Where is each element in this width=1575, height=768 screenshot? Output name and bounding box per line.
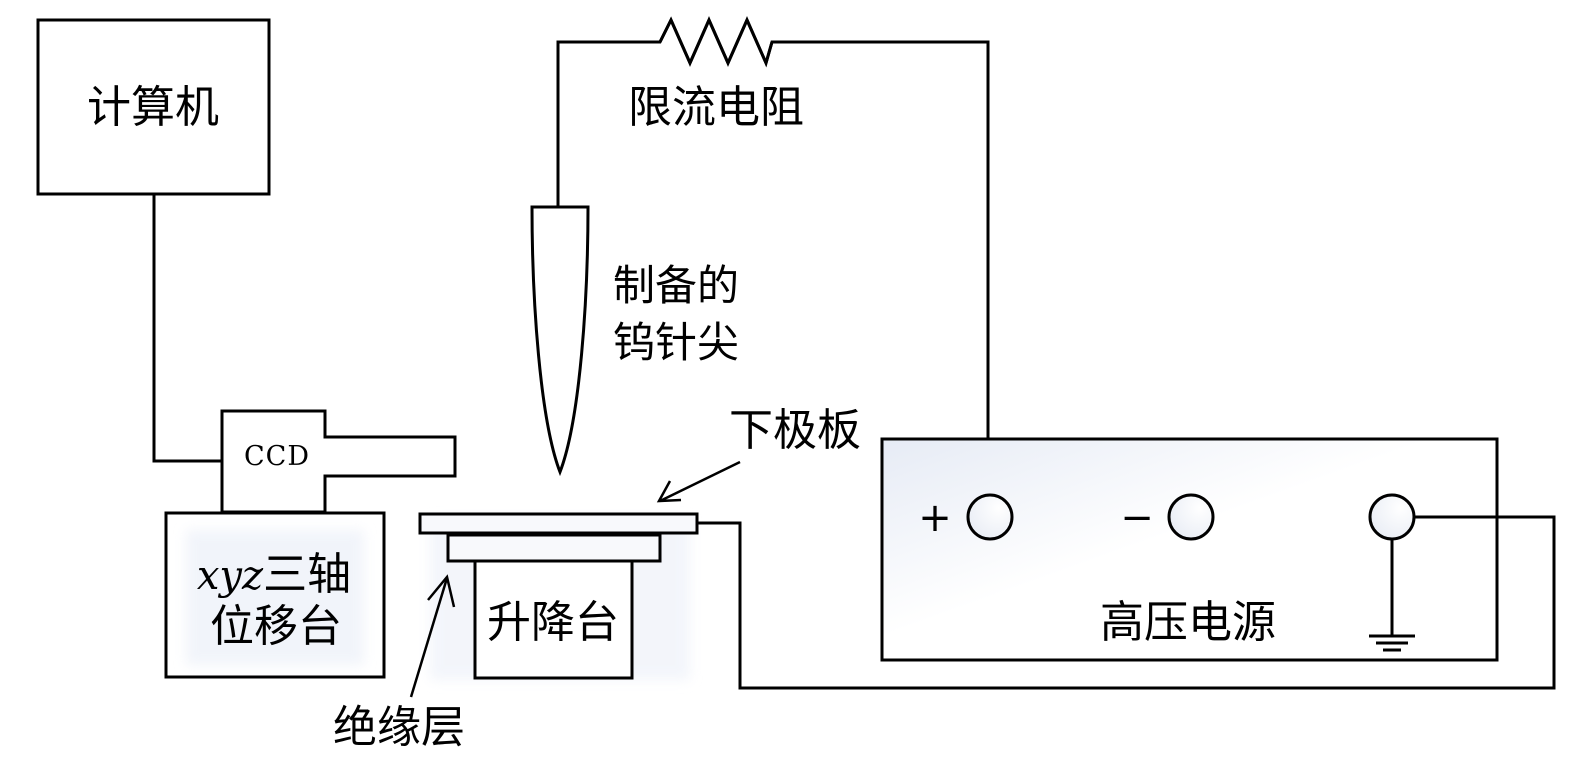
lower-plate xyxy=(418,512,699,535)
xyz-stage-label-line2: 位移台 xyxy=(210,601,342,652)
positive-sign: + xyxy=(918,495,952,541)
hv-supply-box xyxy=(880,437,1499,662)
positive-terminal xyxy=(966,493,1014,541)
xyz-stage-shade xyxy=(186,530,364,665)
computer: 计算机 xyxy=(36,18,271,196)
hv-power-supply: + − 高压电源 xyxy=(880,437,1499,662)
computer-label: 计算机 xyxy=(87,82,219,133)
tungsten-tip: 制备的 钨针尖 xyxy=(530,205,739,477)
xyz-stage-box xyxy=(164,511,386,679)
negative-sign: − xyxy=(1120,495,1154,541)
ground-terminal xyxy=(1368,493,1416,541)
lower-plate-arrow-icon xyxy=(656,460,741,503)
lift-stage-label: 升降台 xyxy=(487,597,619,648)
ccd-label: CCD xyxy=(244,441,310,472)
xyz-math-label: xyz xyxy=(197,553,264,599)
ground-icon xyxy=(1369,539,1415,652)
tip-label-line2: 钨针尖 xyxy=(613,318,739,367)
insulation-label: 绝缘层 xyxy=(333,702,465,753)
computer-ccd-cable xyxy=(152,194,222,463)
xyz-stage: xyz三轴 位移台 xyxy=(164,511,386,679)
xyz-stage-label-line1: xyz三轴 xyxy=(197,549,351,600)
resistor-label: 限流电阻 xyxy=(628,82,804,133)
computer-box xyxy=(36,18,271,196)
negative-terminal xyxy=(1167,493,1215,541)
resistor-zigzag-icon xyxy=(658,16,774,68)
tip-shape xyxy=(530,205,590,477)
insulation-arrow-icon xyxy=(409,574,456,698)
ground-return-wire xyxy=(697,515,1556,690)
insulation-layer xyxy=(446,533,662,563)
tip-label-line1: 制备的 xyxy=(613,261,739,310)
xyz-axis-label: 三轴 xyxy=(263,549,351,600)
lift-assembly: 升降台 xyxy=(418,512,699,680)
lower-plate-label: 下极板 xyxy=(729,405,861,456)
ccd-camera: CCD xyxy=(220,409,457,514)
hv-supply-label: 高压电源 xyxy=(1100,597,1276,648)
